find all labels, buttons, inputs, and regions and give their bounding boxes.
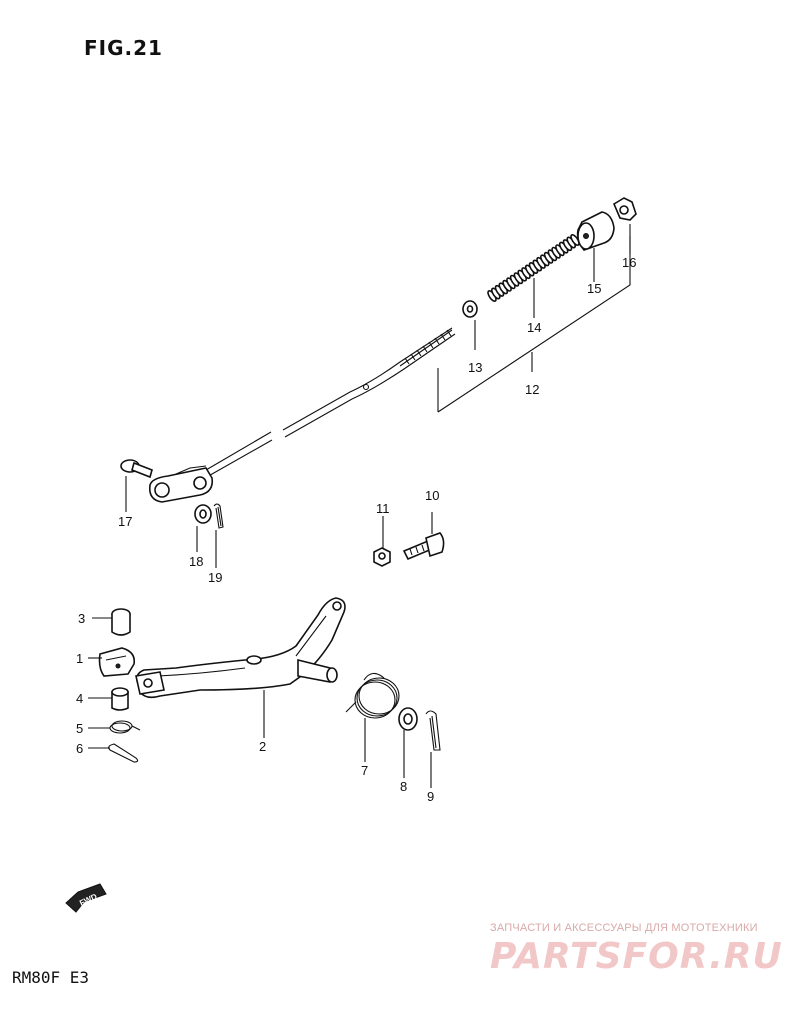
callout-11: 11 [376,501,390,516]
callout-8: 8 [400,779,407,794]
brake-rod-assembly [120,197,637,529]
callout-14: 14 [527,320,541,335]
callout-13: 13 [468,360,482,375]
cotter-pin-19 [213,503,224,529]
adjuster-joint-15 [576,211,615,251]
leader-lines [88,224,631,788]
callout-9: 9 [427,789,434,804]
return-spring-14 [487,234,580,302]
pivot-bush-4 [111,687,129,711]
nut-11 [373,547,391,567]
fwd-arrow-icon: FWD [65,883,107,913]
pivot-bracket-1 [98,647,136,677]
spring-coil [570,234,580,246]
cotter-pin-9 [425,710,441,751]
rod-clevis [148,465,214,503]
callout-2: 2 [259,739,266,754]
callout-10: 10 [425,488,439,503]
spring-5 [109,720,141,734]
callout-4: 4 [76,691,83,706]
callout-labels: 1 2 3 4 5 6 7 8 9 10 11 12 13 14 15 16 1… [76,255,636,804]
pedal-return-spring-7 [345,672,400,719]
callout-18: 18 [189,554,203,569]
cotter-pin-6 [108,743,139,763]
washer-13 [462,300,478,318]
callout-7: 7 [361,763,368,778]
bolt-nut-set [373,532,445,567]
callout-17: 17 [118,514,132,529]
clevis-pin [120,459,153,479]
pivot-bolt-3 [111,608,131,636]
washer-18 [194,504,212,524]
brake-pedal-arm [136,597,346,699]
bolt-10 [402,532,445,561]
washer-8 [398,707,418,731]
rod-thread [399,329,453,367]
brake-rod [204,327,456,479]
figure-title: FIG.21 [84,36,163,60]
callout-16: 16 [622,255,636,270]
watermark-tagline: ЗАПЧАСТИ И АКСЕССУАРЫ ДЛЯ МОТОТЕХНИКИ [490,922,758,934]
callout-19: 19 [208,570,222,585]
watermark-logo: PARTSFOR.RU [490,936,783,977]
callout-6: 6 [76,741,83,756]
callout-12: 12 [525,382,539,397]
callout-5: 5 [76,721,83,736]
callout-15: 15 [587,281,601,296]
callout-3: 3 [78,611,85,626]
adjuster-nut-16 [612,197,637,221]
brake-pedal-assembly [98,597,441,763]
model-code: RM80F E3 [12,968,90,987]
callout-1: 1 [76,651,83,666]
